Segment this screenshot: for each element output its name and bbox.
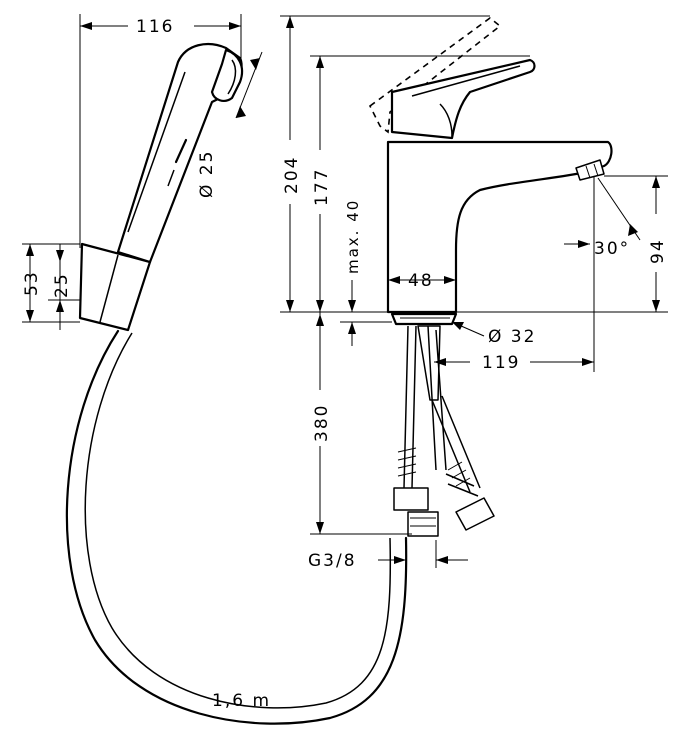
dim-380: 380 (312, 404, 332, 442)
dim-diameter-32: Ø 32 (488, 327, 536, 347)
hose (65, 329, 408, 725)
hand-shower (65, 43, 408, 725)
dim-94: 94 (648, 238, 668, 264)
supply-hose-right (427, 325, 447, 471)
supply-hose-left (403, 325, 417, 489)
dimension-lines (22, 14, 668, 568)
dim-max-40: max. 40 (344, 199, 362, 274)
mixer-base (390, 312, 458, 326)
dim-177: 177 (312, 168, 332, 206)
mixer-lever (390, 58, 536, 140)
dim-53: 53 (22, 270, 42, 296)
dim-diameter-25: Ø 25 (197, 150, 217, 198)
dimension-labels: 116 Ø 25 53 25 204 177 max. 40 48 Ø 32 1… (22, 17, 668, 711)
fitting-right (455, 497, 495, 531)
supply-rod (417, 325, 441, 401)
dim-48: 48 (408, 271, 434, 291)
dim-g38: G3/8 (308, 551, 357, 571)
dim-hose-length: 1,6 m (212, 691, 271, 711)
mixer-body (386, 140, 613, 314)
fitting-left (393, 487, 429, 511)
dim-119: 119 (482, 353, 520, 373)
shower-nozzle (210, 48, 244, 102)
lever-open-position (368, 16, 502, 134)
dim-204: 204 (282, 156, 302, 194)
hose-inner (84, 332, 392, 709)
dim-25: 25 (52, 272, 72, 298)
dim-30-degrees: 30° (594, 239, 630, 259)
dim-116: 116 (136, 17, 174, 37)
spout-aerator (575, 159, 605, 181)
basin-mixer (368, 16, 613, 537)
